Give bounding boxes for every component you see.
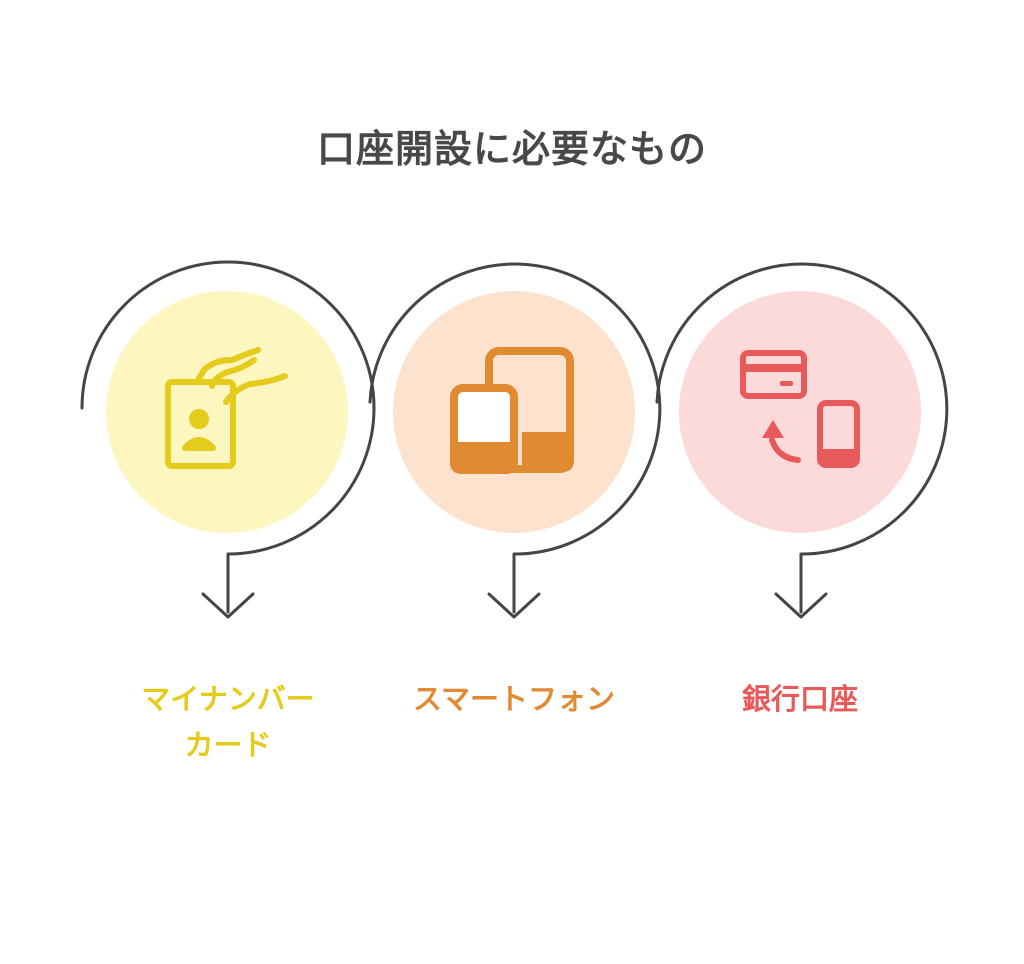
step-circle-1 xyxy=(106,291,348,533)
page-title: 口座開設に必要なもの xyxy=(316,127,707,171)
bank-card-transfer-icon xyxy=(740,350,860,468)
connector-arc-1 xyxy=(80,260,376,614)
id-card-icon xyxy=(165,347,288,469)
arrow-head-3 xyxy=(774,592,828,619)
item-label-line: スマートフォン xyxy=(412,682,616,716)
arrow-head-2 xyxy=(487,592,541,619)
item-label-line: 銀行口座 xyxy=(741,682,858,716)
item-label-smartphone: スマートフォン xyxy=(394,676,634,722)
item-label-bank-account: 銀行口座 xyxy=(680,676,920,722)
arrow-head-1 xyxy=(201,592,255,619)
connectors xyxy=(80,260,949,619)
item-label-line: マイナンバー xyxy=(141,682,315,716)
connector-arc-2 xyxy=(368,262,662,614)
smartphones-icon xyxy=(450,347,574,474)
item-label-my-number-card: マイナンバー カード xyxy=(108,676,348,768)
item-label-line: カード xyxy=(184,728,272,762)
connector-arc-3 xyxy=(655,262,949,614)
step-circle-3 xyxy=(679,291,921,533)
